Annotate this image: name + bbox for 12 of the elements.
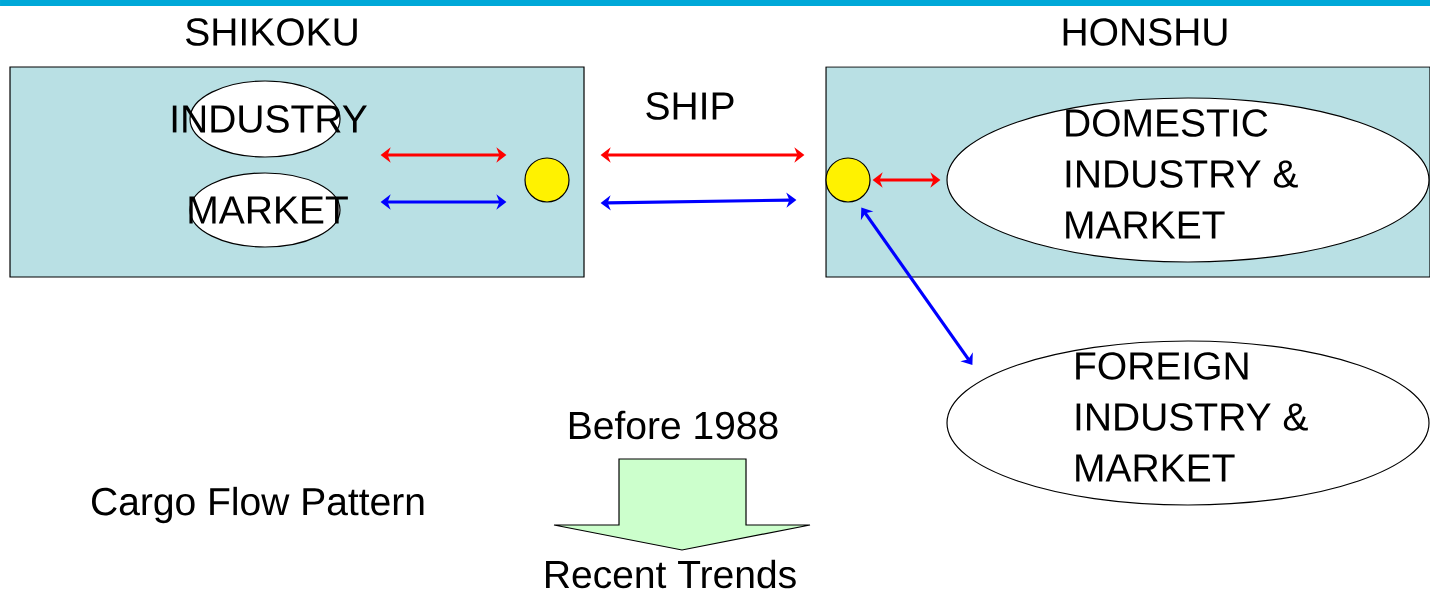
port-circle [825, 157, 871, 203]
edge-label: SHIP [646, 92, 734, 120]
ellipse-node: DOMESTIC INDUSTRY & MARKET [946, 97, 1430, 263]
block-arrow [553, 458, 811, 551]
arrow [860, 207, 973, 365]
node-label: HONSHU [1063, 18, 1227, 46]
text-label: Before 1988 [569, 410, 778, 440]
text-label: Recent Trends [546, 559, 796, 589]
ellipse-node: FOREIGN INDUSTRY & MARKET [946, 340, 1430, 506]
caption-text: Cargo Flow Pattern [92, 486, 424, 524]
node-label: SHIKOKU [186, 18, 357, 46]
port-circle [524, 157, 570, 203]
